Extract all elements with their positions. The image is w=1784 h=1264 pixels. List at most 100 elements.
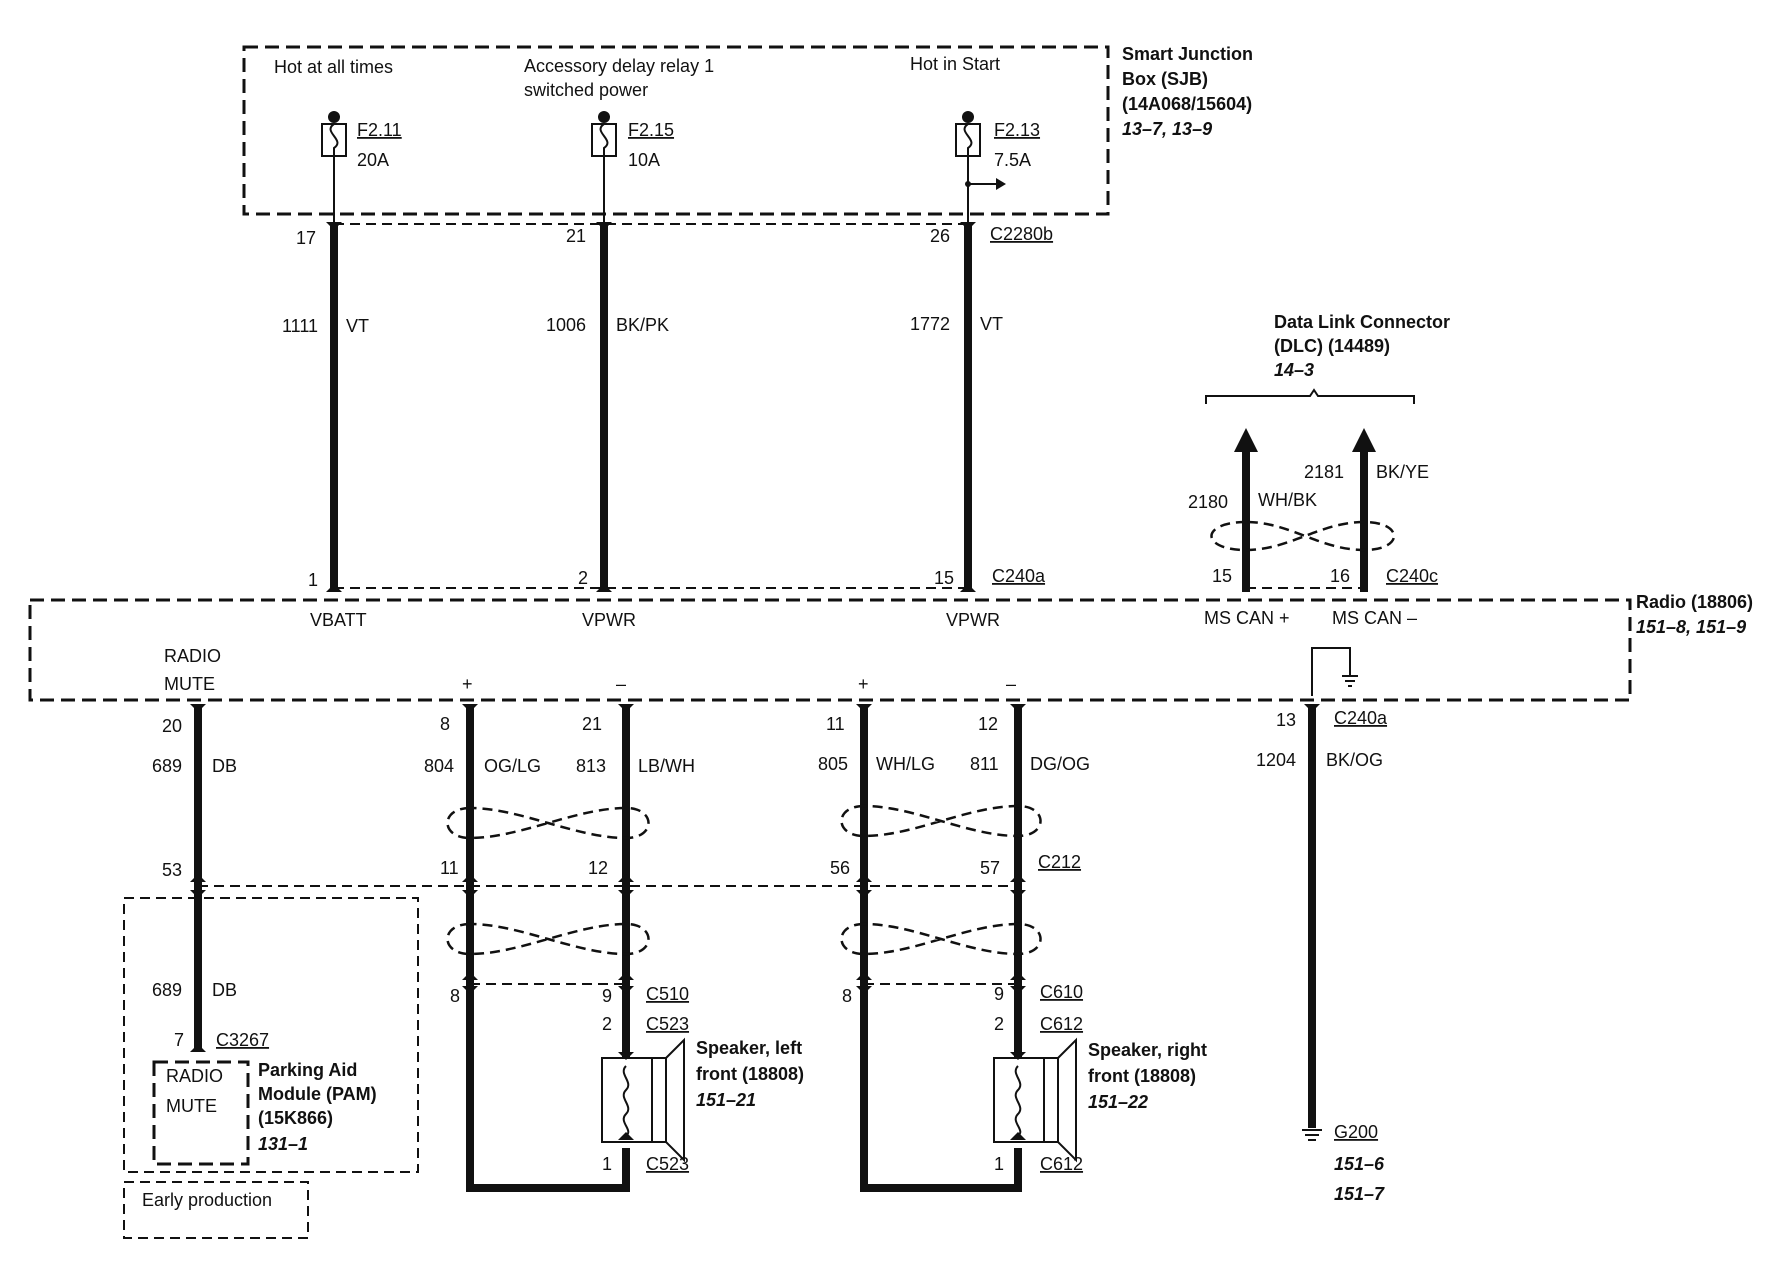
radio-mute-label-1: RADIO xyxy=(164,646,221,666)
g200-label: G200 xyxy=(1334,1122,1378,1142)
dlc-title-1: Data Link Connector xyxy=(1274,312,1450,332)
radio-pin-15c: 15 xyxy=(1212,566,1232,586)
lf-minus-color: LB/WH xyxy=(638,756,695,776)
pam-title-2: Module (PAM) xyxy=(258,1084,377,1104)
early-production-label: Early production xyxy=(142,1190,272,1210)
rf-twist-2 xyxy=(840,922,1042,956)
lf-title-1: Speaker, left xyxy=(696,1038,802,1058)
rf-twist-1 xyxy=(840,804,1042,838)
c510-label: C510 xyxy=(646,984,689,1004)
rf-c612-pin1: 1 xyxy=(994,1154,1004,1174)
rf-c610-pin8: 8 xyxy=(842,986,852,1006)
w1-circuit: 1111 xyxy=(282,316,318,336)
sjb-pin-26: 26 xyxy=(930,226,950,246)
w3-color: VT xyxy=(980,314,1003,334)
lf-c523-pin1: 1 xyxy=(602,1154,612,1174)
lf-twist-2 xyxy=(446,922,650,956)
g200-ref-2: 151–7 xyxy=(1334,1184,1385,1204)
mute-circuit: 689 xyxy=(152,756,182,776)
rf-minus-sign: – xyxy=(1006,674,1016,694)
right-front-speaker-icon xyxy=(993,1037,1077,1163)
dlc-w2-circuit: 2181 xyxy=(1304,462,1344,482)
rf-c610-pin9: 9 xyxy=(994,984,1004,1004)
c523-label-top: C523 xyxy=(646,1014,689,1034)
radio-pin-2: 2 xyxy=(578,568,588,588)
ms-can-minus-label: MS CAN – xyxy=(1332,608,1417,628)
rf-ref: 151–22 xyxy=(1088,1092,1148,1112)
lf-plus-wire-804 xyxy=(462,704,630,1192)
dlc-title-2: (DLC) (14489) xyxy=(1274,336,1390,356)
ground-wire-1204 xyxy=(1302,704,1322,1141)
hot-in-start-label: Hot in Start xyxy=(910,54,1000,74)
dlc-brace xyxy=(1205,388,1415,404)
fuse2-amp: 10A xyxy=(628,150,660,170)
lf-minus-sign: – xyxy=(616,674,626,694)
rf-plus-wire-805 xyxy=(856,704,1022,1192)
w3-circuit: 1772 xyxy=(910,314,950,334)
acc-delay-label-1: Accessory delay relay 1 xyxy=(524,56,714,76)
rf-plus-sign: + xyxy=(858,674,869,694)
dlc-twist xyxy=(1210,520,1396,552)
hot-at-all-times-label: Hot at all times xyxy=(274,57,393,77)
c212-pin-57: 57 xyxy=(980,858,1000,878)
pam-title-3: (15K866) xyxy=(258,1108,333,1128)
lf-c523-pin2: 2 xyxy=(602,1014,612,1034)
fuse-f2-11 xyxy=(321,111,347,224)
c523-label-bottom: C523 xyxy=(646,1154,689,1174)
sjb-part: (14A068/15604) xyxy=(1122,94,1252,114)
pam-color: DB xyxy=(212,980,237,1000)
mute-wire-689 xyxy=(190,704,206,1052)
sjb-ref: 13–7, 13–9 xyxy=(1122,119,1212,139)
w2-circuit: 1006 xyxy=(546,315,586,335)
fuse3-id: F2.13 xyxy=(994,120,1040,140)
fuse2-id: F2.15 xyxy=(628,120,674,140)
c212-label: C212 xyxy=(1038,852,1081,872)
dlc-wire-2180 xyxy=(1234,428,1258,592)
dlc-wire-2181 xyxy=(1352,428,1376,592)
rf-title-1: Speaker, right xyxy=(1088,1040,1207,1060)
early-production-label-box xyxy=(123,1181,309,1239)
rf-minus-circuit: 811 xyxy=(970,754,999,774)
power-wire-1006 xyxy=(596,222,612,592)
lf-ref: 151–21 xyxy=(696,1090,756,1110)
lf-minus-pin: 21 xyxy=(582,714,602,734)
sjb-title-1: Smart Junction xyxy=(1122,44,1253,64)
vbatt-label: VBATT xyxy=(310,610,367,630)
vpwr-label-1: VPWR xyxy=(582,610,636,630)
dlc-w1-color: WH/BK xyxy=(1258,490,1317,510)
ms-can-plus-label: MS CAN + xyxy=(1204,608,1290,628)
fuse-f2-13 xyxy=(955,111,1006,224)
rf-minus-color: DG/OG xyxy=(1030,754,1090,774)
lf-minus-wire-813 xyxy=(618,704,634,1140)
g200-ref-1: 151–6 xyxy=(1334,1154,1385,1174)
sjb-box xyxy=(242,45,1110,216)
radio-internal-ground xyxy=(1311,647,1358,696)
lf-c510-pin9: 9 xyxy=(602,986,612,1006)
c610-label: C610 xyxy=(1040,982,1083,1002)
left-front-speaker-icon xyxy=(601,1037,685,1163)
c240a-top-label: C240a xyxy=(992,566,1046,586)
sjb-pin-17: 17 xyxy=(296,228,316,248)
c612-label-top: C612 xyxy=(1040,1014,1083,1034)
lf-plus-sign: + xyxy=(462,674,473,694)
c3267-label: C3267 xyxy=(216,1030,269,1050)
dlc-w1-circuit: 2180 xyxy=(1188,492,1228,512)
rf-plus-color: WH/LG xyxy=(876,754,935,774)
c212-pin-56: 56 xyxy=(830,858,850,878)
fuse-f2-15 xyxy=(591,111,617,224)
sjb-title-2: Box (SJB) xyxy=(1122,69,1208,89)
gnd-circuit: 1204 xyxy=(1256,750,1296,770)
lf-minus-circuit: 813 xyxy=(576,756,606,776)
fuse1-amp: 20A xyxy=(357,150,389,170)
pam-mute-2: MUTE xyxy=(166,1096,217,1116)
radio-title: Radio (18806) xyxy=(1636,592,1753,612)
rf-c612-pin2: 2 xyxy=(994,1014,1004,1034)
acc-delay-label-2: switched power xyxy=(524,80,648,100)
lf-c510-pin8: 8 xyxy=(450,986,460,1006)
radio-pin-15a: 15 xyxy=(934,568,954,588)
radio-ref: 151–8, 151–9 xyxy=(1636,617,1746,637)
c2280b-label: C2280b xyxy=(990,224,1053,244)
lf-plus-circuit: 804 xyxy=(424,756,454,776)
radio-mute-label-2: MUTE xyxy=(164,674,215,694)
lf-title-2: front (18808) xyxy=(696,1064,804,1084)
